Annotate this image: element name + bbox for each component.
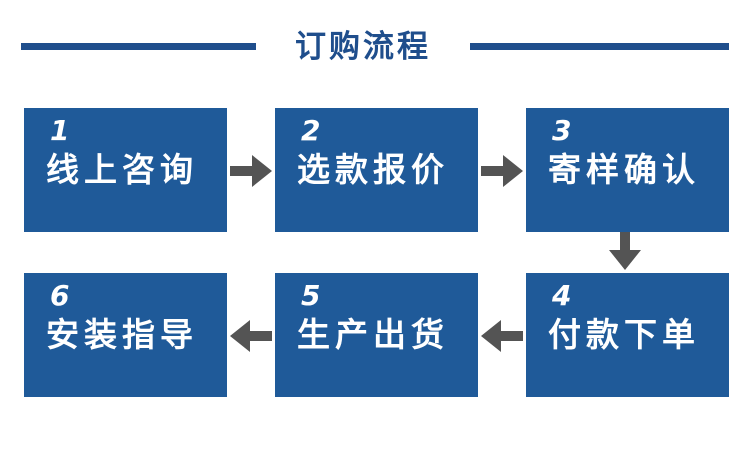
step-label: 选款报价 (297, 150, 449, 189)
arrow-right-icon (230, 155, 272, 187)
step-number: 6 (50, 279, 70, 312)
step-number: 4 (552, 279, 572, 312)
header-rule-left (21, 43, 256, 50)
arrow-right-icon (481, 155, 523, 187)
step-label: 付款下单 (548, 315, 700, 354)
step-number: 5 (301, 279, 321, 312)
step-number: 1 (50, 114, 70, 147)
step-label: 寄样确认 (548, 150, 700, 189)
step-label: 生产出货 (297, 315, 449, 354)
header-rule-right (470, 43, 729, 50)
arrow-left-icon (481, 320, 523, 352)
step-label: 线上咨询 (46, 150, 198, 189)
step-number: 3 (552, 114, 572, 147)
step-box-5: 5 生产出货 (275, 273, 478, 397)
arrow-left-icon (230, 320, 272, 352)
step-box-3: 3 寄样确认 (526, 108, 729, 232)
arrow-down-icon (609, 232, 641, 272)
step-box-1: 1 线上咨询 (24, 108, 227, 232)
step-box-2: 2 选款报价 (275, 108, 478, 232)
step-box-6: 6 安装指导 (24, 273, 227, 397)
page-title: 订购流程 (295, 29, 431, 65)
step-box-4: 4 付款下单 (526, 273, 729, 397)
step-label: 安装指导 (46, 315, 198, 354)
step-number: 2 (301, 114, 321, 147)
